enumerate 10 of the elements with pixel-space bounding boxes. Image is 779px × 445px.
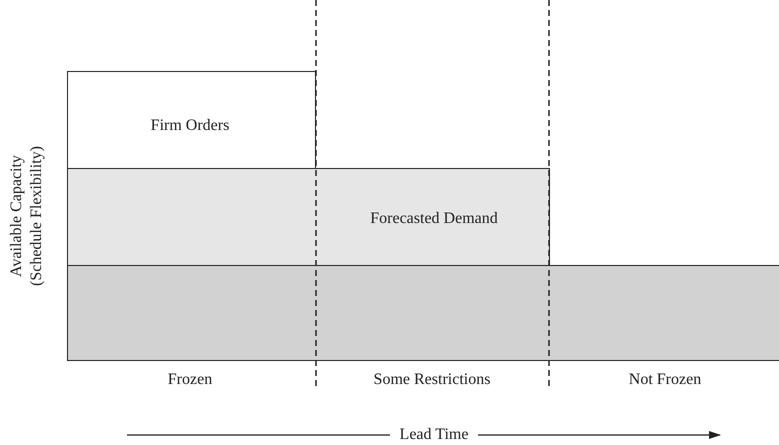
- firm-orders-band: [67, 71, 316, 169]
- zone-label: Frozen: [168, 371, 212, 389]
- axis-label: Lead Time: [400, 426, 468, 444]
- band-label: Firm Orders: [150, 117, 230, 135]
- capacity-band: [67, 265, 779, 361]
- band-label: Forecasted Demand: [370, 210, 498, 228]
- zone-label: Not Frozen: [628, 371, 702, 389]
- forecasted-demand-band: [67, 168, 550, 266]
- axis-label: Available Capacity (Schedule Flexibility): [7, 145, 46, 288]
- zone-label: Some Restrictions: [374, 371, 490, 389]
